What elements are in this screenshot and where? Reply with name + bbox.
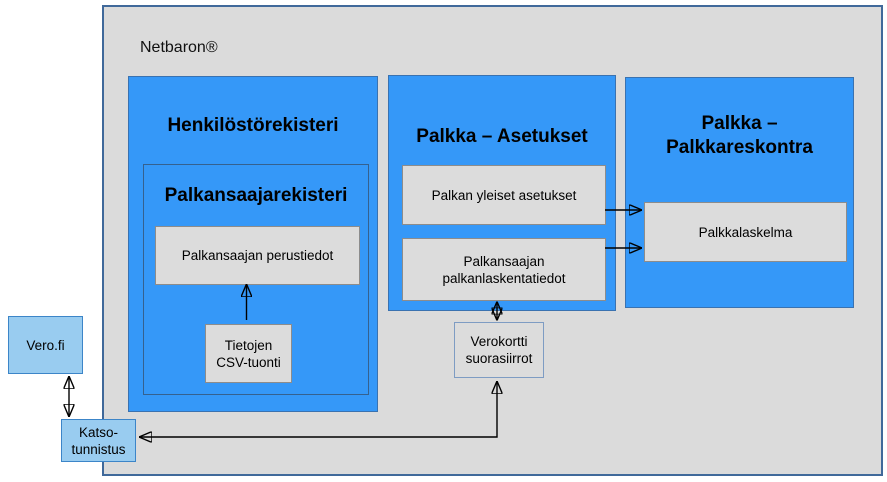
node-palkan-yleiset-asetukset: Palkan yleiset asetukset: [402, 165, 606, 225]
node-palkkalaskelma: Palkkalaskelma: [644, 202, 847, 262]
diagram-title: Netbaron®: [140, 39, 218, 56]
node-palkansaajan-palkanlaskentatiedot: Palkansaajan palkanlaskentatiedot: [402, 238, 606, 301]
module-palkka-palkkareskontra-title: Palkka – Palkkareskontra: [666, 113, 813, 158]
node-tietojen-csv-tuonti: Tietojen CSV-tuonti: [205, 324, 292, 383]
module-henkilostorekisteri-title: Henkilöstörekisteri: [167, 115, 339, 136]
module-palkka-palkkareskontra: Palkka – Palkkareskontra Palkkalaskelma: [625, 77, 854, 308]
node-palkansaajan-perustiedot: Palkansaajan perustiedot: [155, 226, 360, 285]
module-palkansaajarekisteri: Palkansaajarekisteri Palkansaajan perust…: [143, 164, 369, 395]
node-katso-tunnistus: Katso-tunnistus: [61, 419, 136, 462]
module-henkilostorekisteri: Henkilöstörekisteri Palkansaajarekisteri…: [128, 76, 378, 412]
module-palkka-asetukset: Palkka – Asetukset Palkan yleiset asetuk…: [388, 75, 616, 311]
module-palkansaajarekisteri-title: Palkansaajarekisteri: [164, 185, 348, 206]
module-palkka-asetukset-title: Palkka – Asetukset: [416, 126, 588, 147]
node-vero-fi: Vero.fi: [8, 316, 83, 374]
node-verokortti-suorasiirrot: Verokortti suorasiirrot: [454, 322, 544, 378]
